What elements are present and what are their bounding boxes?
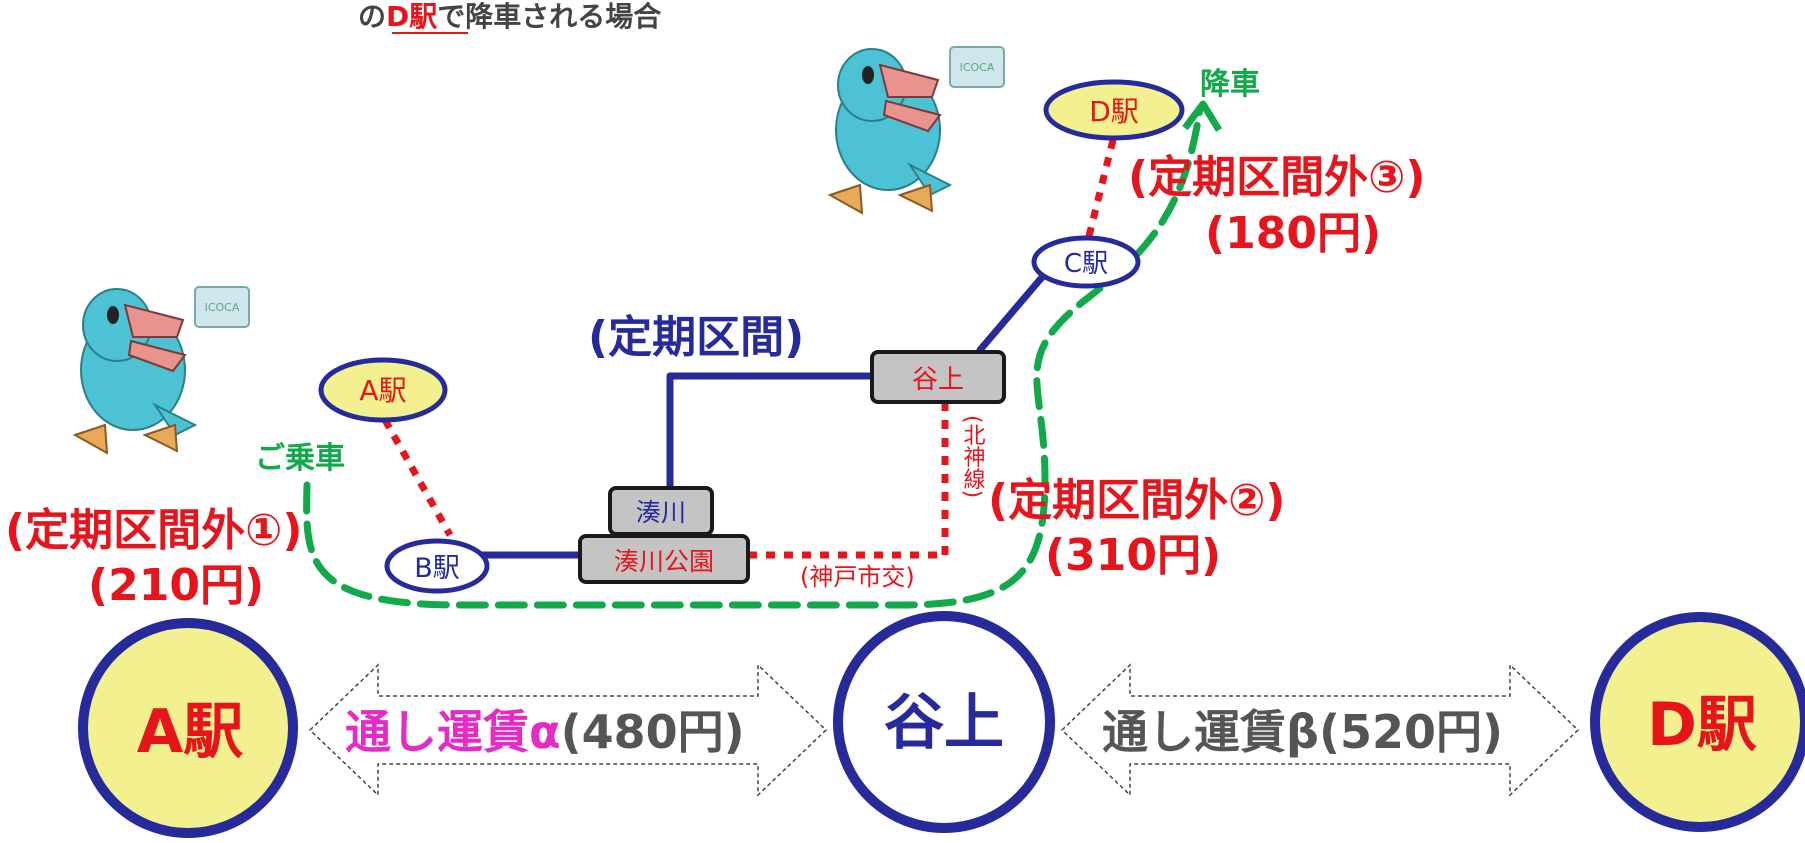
station-a-label: A駅 — [359, 374, 406, 407]
svg-text:ICOCA: ICOCA — [960, 61, 995, 74]
fare-beta-arrow — [1060, 663, 1580, 797]
circle-d-station: D駅 — [1590, 612, 1805, 832]
circle-a-station: A駅 — [78, 618, 298, 838]
outside-section-1-label: (定期区間外①) — [5, 505, 302, 556]
hokushin-line-label: (北神線) — [960, 415, 986, 498]
fare-alpha-text: 通し運賃α(480円) — [345, 705, 745, 759]
station-d-label: D駅 — [1089, 95, 1139, 128]
outside-section-2-label: (定期区間外②) — [988, 475, 1285, 526]
minatogawa-koen-box: 湊川公園 — [578, 534, 750, 584]
tanigami-label: 谷上 — [912, 365, 964, 395]
station-a-marker: A駅 — [318, 357, 448, 423]
fare-beta-text: 通し運賃β(520円) — [1102, 705, 1503, 759]
teiki-route-lines — [476, 258, 1059, 559]
fare-beta-label: 通し運賃β — [1102, 705, 1319, 759]
teiki-section-label: (定期区間) — [588, 312, 804, 363]
minatogawa-koen-label: 湊川公園 — [614, 547, 714, 576]
station-b-marker: B駅 — [384, 538, 490, 594]
circle-a-label: A駅 — [137, 697, 243, 767]
minatogawa-label: 湊川 — [636, 498, 686, 527]
outside-route-dotted-lines — [381, 139, 1117, 559]
svg-text:ICOCA: ICOCA — [205, 301, 240, 314]
mascot-left-image: ICOCA — [72, 286, 250, 455]
fare-alpha-arrow — [308, 663, 828, 797]
outside-section-1-fare: (210円) — [88, 560, 264, 611]
header-station: D駅 — [386, 0, 437, 33]
outside-section-3-fare: (180円) — [1205, 208, 1381, 259]
circle-tanigami: 谷上 — [833, 611, 1055, 833]
station-b-label: B駅 — [414, 553, 460, 584]
fare-beta-value: (520円) — [1319, 705, 1503, 759]
outside-section-3-label: (定期区間外③) — [1128, 152, 1425, 203]
outside-section-2-fare: (310円) — [1045, 530, 1221, 581]
station-d-marker: D駅 — [1043, 79, 1185, 141]
kobe-shikou-line-label: (神戸市交) — [800, 563, 915, 591]
alight-label: 降車 — [1200, 67, 1260, 102]
mascot-top-image: ICOCA — [827, 46, 1005, 215]
tanigami-box: 谷上 — [870, 350, 1006, 404]
minatogawa-box: 湊川 — [608, 486, 714, 536]
circle-d-label: D駅 — [1647, 690, 1757, 760]
header-caption: のD駅で降車される場合 — [358, 0, 662, 33]
alight-arrow-head — [1182, 100, 1222, 132]
board-label: ご乗車 — [255, 441, 345, 476]
fare-alpha-label: 通し運賃α — [345, 705, 561, 759]
station-c-label: C駅 — [1064, 249, 1108, 279]
travel-path — [303, 104, 1204, 609]
fare-alpha-value: (480円) — [561, 705, 745, 759]
circle-tanigami-label: 谷上 — [884, 688, 1004, 758]
station-c-marker: C駅 — [1031, 235, 1141, 289]
